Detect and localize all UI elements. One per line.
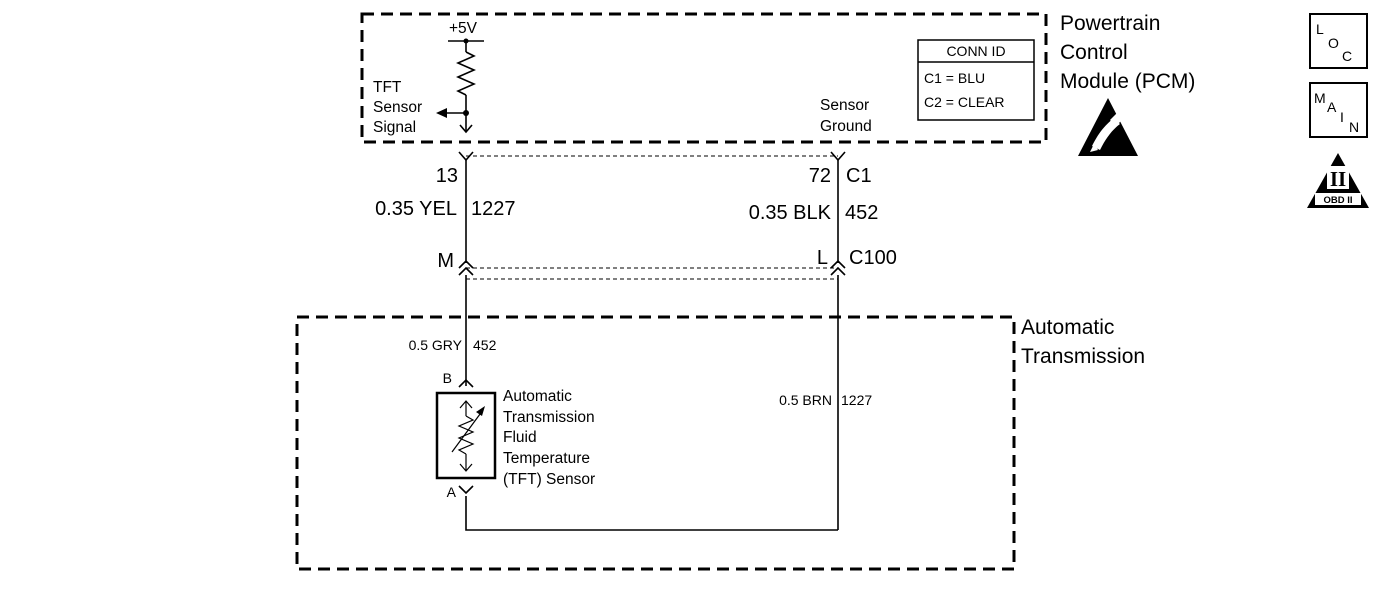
svg-text:M: M <box>1314 90 1326 106</box>
lower-right-wire-circuit: 1227 <box>841 392 872 408</box>
tft-label-line-2: Transmission <box>503 409 595 426</box>
transmission-title-line-2: Transmission <box>1021 345 1145 368</box>
conn-id-row-2: C2 = CLEAR <box>924 94 1005 110</box>
signal-label-line-2: Sensor <box>373 99 422 116</box>
sensor-pin-b: B <box>443 370 452 386</box>
tft-label-line-5: (TFT) Sensor <box>503 471 595 488</box>
sensor-pin-b-terminal <box>458 378 474 388</box>
esd-warning-icon <box>1078 98 1138 156</box>
c1-right-pin: 72 <box>809 165 831 187</box>
lower-left-wire-circuit: 452 <box>473 337 497 353</box>
signal-arrow-icon <box>436 108 447 118</box>
upper-left-wire-size-color: 0.35 YEL <box>375 198 457 220</box>
svg-text:I: I <box>1340 109 1344 125</box>
sensor-pin-a: A <box>447 484 457 500</box>
c1-left-pin: 13 <box>436 165 458 187</box>
c100-left-pin: M <box>437 250 454 272</box>
svg-text:A: A <box>1327 99 1337 115</box>
connector-c100 <box>458 259 846 280</box>
svg-text:C: C <box>1342 48 1352 64</box>
c100-connector-name: C100 <box>849 247 897 269</box>
pcm-title-line-3: Module (PCM) <box>1060 70 1195 93</box>
tft-label-line-3: Fluid <box>503 429 537 446</box>
lower-left-wire-size-color: 0.5 GRY <box>409 337 463 353</box>
down-arrow-icon <box>459 124 473 134</box>
transmission-enclosure <box>295 315 1016 571</box>
pcm-enclosure <box>360 12 1048 144</box>
pcm-title-line-2: Control <box>1060 41 1128 64</box>
upper-right-wire-circuit: 452 <box>845 202 878 224</box>
conn-id-row-1: C1 = BLU <box>924 70 985 86</box>
svg-text:O: O <box>1328 35 1339 51</box>
main-icon: M A I N <box>1309 82 1368 138</box>
c100-right-pin: L <box>817 247 828 269</box>
lower-right-wire-size-color: 0.5 BRN <box>779 392 832 408</box>
pull-up-resistor-icon <box>456 41 476 112</box>
tft-label-line-4: Temperature <box>503 450 590 467</box>
svg-text:N: N <box>1349 119 1359 135</box>
ground-label-line-2: Ground <box>820 118 872 135</box>
tft-label-line-1: Automatic <box>503 388 572 405</box>
pcm-title-line-1: Powertrain <box>1060 12 1160 35</box>
loc-icon: L O C <box>1309 13 1368 69</box>
svg-text:OBD II: OBD II <box>1323 195 1352 206</box>
supply-5v-label: +5V <box>449 20 478 37</box>
ground-label-line-1: Sensor <box>820 97 869 114</box>
svg-text:L: L <box>1316 21 1324 37</box>
conn-id-header: CONN ID <box>946 43 1005 59</box>
sensor-pin-a-terminal <box>458 485 474 495</box>
svg-text:II: II <box>1330 167 1346 191</box>
c1-connector-name: C1 <box>846 165 872 187</box>
upper-right-wire-size-color: 0.35 BLK <box>749 202 832 224</box>
conn-id-table: CONN ID C1 = BLU C2 = CLEAR <box>917 39 1035 121</box>
signal-label-line-3: Signal <box>373 119 416 136</box>
signal-label-line-1: TFT <box>373 79 402 96</box>
connector-c1 <box>458 151 846 162</box>
transmission-title-line-1: Automatic <box>1021 316 1114 339</box>
obd-ii-icon: II OBD II <box>1307 153 1369 208</box>
wire-sensor-return <box>465 496 838 531</box>
thermistor-icon <box>451 400 485 472</box>
upper-left-wire-circuit: 1227 <box>471 198 516 220</box>
